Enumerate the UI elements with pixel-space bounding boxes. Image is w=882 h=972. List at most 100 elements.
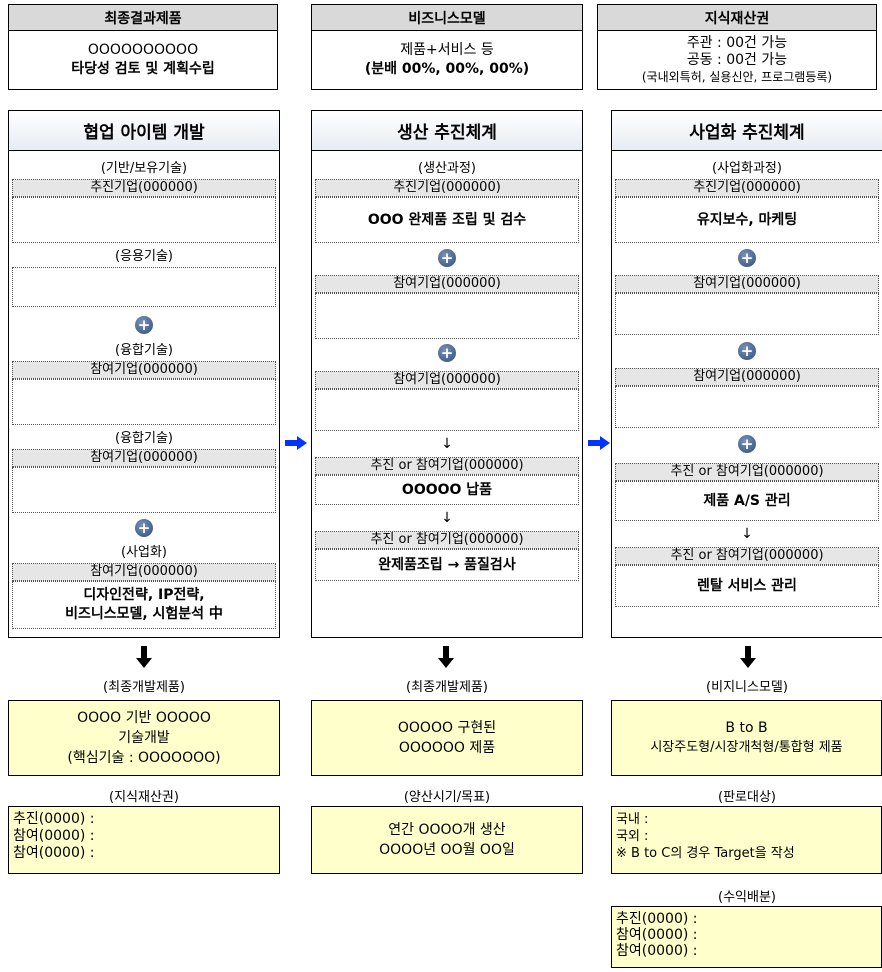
content-slot <box>12 197 276 243</box>
note-text: 참여(0000) : <box>616 927 698 943</box>
content-slot: 제품 A/S 관리 <box>615 481 879 521</box>
slot-text: 유지보수, 마케팅 <box>696 211 798 228</box>
content-slot <box>12 467 276 513</box>
note-text: 추진(0000) : <box>616 911 698 927</box>
ip-box: 추진(0000) : 참여(0000) : 참여(0000) : <box>8 806 280 874</box>
slot-text: 완제품조립 → 품질검사 <box>378 556 516 573</box>
stage-label: (사업화) <box>120 545 168 560</box>
caption-production-target: (양산시기/목표) <box>403 790 491 805</box>
stage-label: (사업화과정) <box>712 161 782 176</box>
note-text: 연간 OOOO개 생산 <box>388 822 506 838</box>
company-label: 참여기업(000000) <box>12 563 276 581</box>
down-arrow-icon <box>438 646 454 668</box>
down-arrow-icon <box>136 646 152 668</box>
down-arrow-icon <box>740 646 756 668</box>
stage-label: (생산과정) <box>418 161 476 176</box>
top-box-body: 주관 : 00건 가능 공동 : 00건 가능 (국내외특허, 실용신안, 프로… <box>598 31 876 89</box>
top-box-title: 지식재산권 <box>598 5 876 31</box>
final-product-box: OOOO 기반 OOOOO 기술개발 (핵심기술 : OOOOOOO) <box>8 700 280 776</box>
stage-label: (응용기술) <box>115 249 173 264</box>
content-slot <box>12 379 276 425</box>
caption-sales-target: (판로대상) <box>718 790 776 805</box>
plus-icon: + <box>135 316 153 334</box>
stage-label: (융합기술) <box>115 431 173 446</box>
top-box-body: 제품+서비스 등 (분배 00%, 00%, 00%) <box>312 31 582 89</box>
note-text: 참여(0000) : <box>13 828 95 844</box>
company-label: 참여기업(000000) <box>615 275 879 293</box>
top-box-body: OOOOOOOOOO 타당성 검토 및 계획수립 <box>9 31 277 89</box>
right-arrow-icon <box>588 436 610 450</box>
note-text: 참여(0000) : <box>616 943 698 959</box>
caption-final-product: (최종개발제품) <box>103 680 185 695</box>
caption-final-product: (최종개발제품) <box>406 680 488 695</box>
down-arrow-icon: ↓ <box>441 436 453 452</box>
content-slot <box>615 386 879 428</box>
company-label: 추진 or 참여기업(000000) <box>315 457 579 475</box>
column-commercialization-system: 사업화 추진체계 (사업화과정) 추진기업(000000) 유지보수, 마케팅 … <box>611 110 882 638</box>
content-slot <box>315 389 579 431</box>
company-label: 참여기업(000000) <box>12 361 276 379</box>
top-box-title: 최종결과제품 <box>9 5 277 31</box>
top-box-line: (국내외특허, 실용신안, 프로그램등록) <box>641 69 833 84</box>
down-arrow-icon: ↓ <box>741 526 753 542</box>
content-slot: OOO 완제품 조립 및 검수 <box>315 197 579 243</box>
slot-text: 비즈니스모델, 시험분석 中 <box>65 606 223 622</box>
top-box-line: OOOOOOOOOO <box>87 42 199 58</box>
slot-text: OOOOO 납품 <box>401 481 493 498</box>
column-title: 사업화 추진체계 <box>612 111 882 151</box>
company-label: 참여기업(000000) <box>12 449 276 467</box>
plus-icon: + <box>738 435 756 453</box>
top-box-line: 주관 : 00건 가능 <box>686 34 788 51</box>
company-label: 추진기업(000000) <box>615 179 879 197</box>
slot-text: 디자인전략, IP전략, <box>83 587 205 603</box>
note-text: OOOO년 OO월 OO일 <box>379 842 515 858</box>
top-box-line: 타당성 검토 및 계획수립 <box>71 61 215 77</box>
note-text: OOOOO 구현된 <box>397 720 497 736</box>
company-label: 추진 or 참여기업(000000) <box>615 463 879 481</box>
company-label: 참여기업(000000) <box>315 275 579 293</box>
top-box-line: (분배 00%, 00%, 00%) <box>364 61 530 77</box>
top-box-ip: 지식재산권 주관 : 00건 가능 공동 : 00건 가능 (국내외특허, 실용… <box>597 4 877 90</box>
slot-text: OOO 완제품 조립 및 검수 <box>367 211 527 228</box>
caption-ip: (지식재산권) <box>109 790 179 805</box>
top-box-business-model: 비즈니스모델 제품+서비스 등 (분배 00%, 00%, 00%) <box>311 4 583 90</box>
top-box-title: 비즈니스모델 <box>312 5 582 31</box>
column-title: 협업 아이템 개발 <box>9 111 279 151</box>
content-slot: 렌탈 서비스 관리 <box>615 565 879 607</box>
stage-label: (융합기술) <box>115 343 173 358</box>
slot-text: 제품 A/S 관리 <box>703 492 791 509</box>
content-slot: 유지보수, 마케팅 <box>615 197 879 243</box>
slot-text: 렌탈 서비스 관리 <box>697 577 797 594</box>
top-box-line: 제품+서비스 등 <box>400 42 494 58</box>
note-text: 국외 : <box>616 829 649 844</box>
note-text: 시장주도형/시장개척형/통합형 제품 <box>650 740 843 755</box>
column-production-system: 생산 추진체계 (생산과정) 추진기업(000000) OOO 완제품 조립 및… <box>311 110 583 638</box>
top-box-line: 공동 : 00건 가능 <box>686 51 788 68</box>
content-slot: 디자인전략, IP전략, 비즈니스모델, 시험분석 中 <box>12 581 276 629</box>
top-box-final-product: 최종결과제품 OOOOOOOOOO 타당성 검토 및 계획수립 <box>8 4 278 90</box>
column-title: 생산 추진체계 <box>312 111 582 151</box>
content-slot: 완제품조립 → 품질검사 <box>315 549 579 581</box>
sales-target-box: 국내 : 국외 : ※ B to C의 경우 Target을 작성 <box>611 806 882 874</box>
company-label: 참여기업(000000) <box>315 371 579 389</box>
stage-label: (기반/보유기술) <box>100 161 188 176</box>
note-text: OOOOOO 제품 <box>398 740 496 756</box>
company-label: 추진기업(000000) <box>315 179 579 197</box>
caption-revenue-share: (수익배분) <box>718 890 776 905</box>
final-product-box: OOOOO 구현된 OOOOOO 제품 <box>311 700 583 776</box>
plus-icon: + <box>438 344 456 362</box>
caption-business-model: (비지니스모델) <box>706 680 788 695</box>
note-text: 국내 : <box>616 812 649 827</box>
note-text: B to B <box>725 720 768 736</box>
business-model-box: B to B 시장주도형/시장개척형/통합형 제품 <box>611 700 882 776</box>
note-text: 참여(0000) : <box>13 845 95 861</box>
plus-icon: + <box>738 342 756 360</box>
right-arrow-icon <box>285 436 307 450</box>
note-text: ※ B to C의 경우 Target을 작성 <box>616 846 795 861</box>
company-label: 추진 or 참여기업(000000) <box>615 547 879 565</box>
company-label: 추진기업(000000) <box>12 179 276 197</box>
note-text: OOOO 기반 OOOOO <box>77 710 211 726</box>
company-label: 참여기업(000000) <box>615 368 879 386</box>
content-slot <box>12 267 276 307</box>
plus-icon: + <box>738 249 756 267</box>
